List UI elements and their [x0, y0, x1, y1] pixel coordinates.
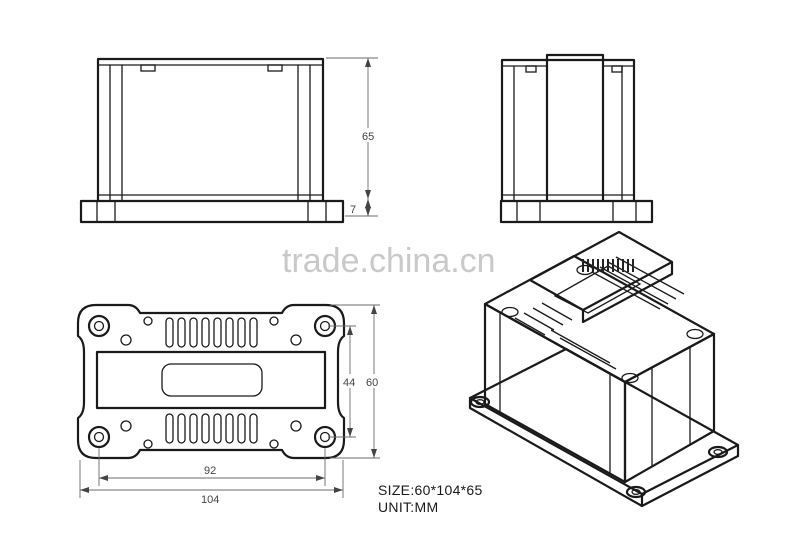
isometric-view: [468, 230, 740, 508]
dimension-base-label: 7: [350, 204, 356, 216]
top-vent-slots: [165, 317, 258, 348]
height-dimension: 65 7: [326, 57, 378, 217]
dimension-height-label: 65: [362, 131, 374, 143]
top-view-center-rail: [95, 350, 327, 410]
top-view: [76, 303, 346, 460]
size-spec: SIZE:60*104*65: [378, 482, 483, 498]
dimension-hole-spacing-label: 92: [204, 465, 216, 477]
watermark: trade.china.cn: [282, 242, 496, 280]
unit-spec: UNIT:MM: [378, 499, 438, 515]
width-dimensions: 44 60: [328, 304, 384, 459]
front-view-body: [96, 57, 325, 201]
side-view: [499, 53, 654, 224]
side-view-body: [500, 58, 636, 201]
front-view: [79, 57, 345, 224]
top-view-outline: [76, 303, 346, 460]
length-dimensions: 92 104: [79, 448, 344, 506]
bottom-vent-slots: [165, 413, 258, 444]
front-view-base: [79, 199, 345, 224]
dimension-length-label: 104: [201, 494, 219, 506]
side-view-base: [499, 199, 654, 224]
top-view-label-window: [161, 363, 263, 397]
dimension-inner-width-label: 44: [343, 377, 355, 389]
dimension-outer-width-label: 60: [366, 377, 378, 389]
